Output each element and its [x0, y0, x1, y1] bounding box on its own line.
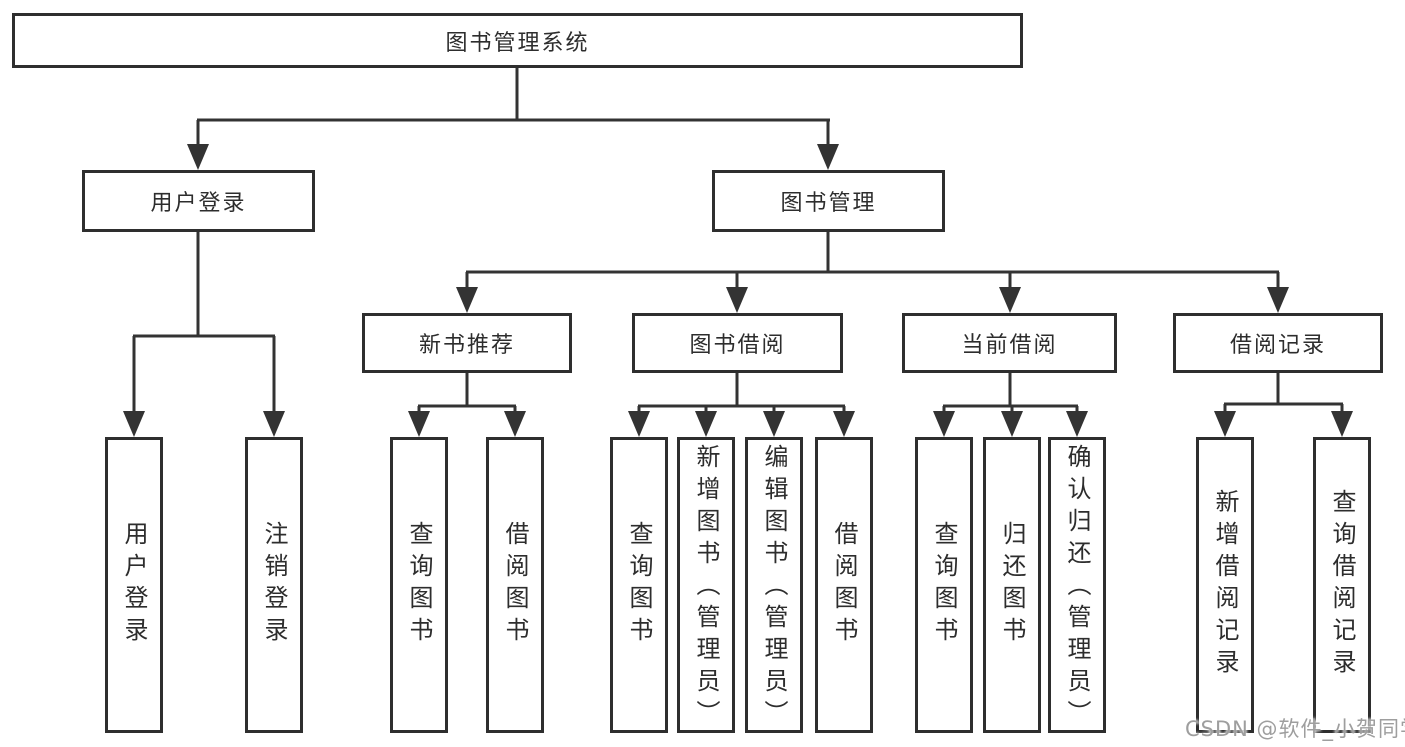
- node-library-system: 图书管理系统: [12, 13, 1023, 68]
- arrowhead-icon: [1001, 411, 1023, 437]
- connector-current-to-leaves: [942, 373, 1079, 412]
- arrowhead-icon: [263, 411, 285, 437]
- arrowhead-icon: [123, 411, 145, 437]
- arrowhead-icon: [1331, 411, 1353, 437]
- arrowhead-icon: [1214, 411, 1236, 437]
- arrowhead-icon: [1066, 411, 1088, 437]
- node-borrow-records: 借阅记录: [1173, 313, 1383, 373]
- leaf-borrow-edit-books-admin: 编辑图书（管理员）: [745, 437, 803, 733]
- connector-root-to-level2: [196, 68, 830, 146]
- arrowhead-icon: [504, 411, 526, 437]
- leaf-user-login: 用户登录: [105, 437, 163, 733]
- connector-book-borrow-to-leaves: [637, 373, 846, 412]
- arrowhead-icon: [726, 287, 748, 313]
- arrowheads: [123, 144, 1353, 437]
- connector-user-login-to-leaves: [132, 232, 276, 412]
- node-current-borrow: 当前借阅: [902, 313, 1117, 373]
- leaf-new-rec-query-books: 查询图书: [390, 437, 448, 733]
- arrowhead-icon: [695, 411, 717, 437]
- leaf-logout: 注销登录: [245, 437, 303, 733]
- connector-book-mgmt-to-level3: [465, 232, 1280, 289]
- node-book-borrow: 图书借阅: [632, 313, 843, 373]
- leaf-borrow-query-books: 查询图书: [610, 437, 668, 733]
- node-book-management: 图书管理: [712, 170, 945, 232]
- arrowhead-icon: [456, 287, 478, 313]
- arrowhead-icon: [817, 144, 839, 170]
- arrowhead-icon: [833, 411, 855, 437]
- arrowhead-icon: [933, 411, 955, 437]
- arrowhead-icon: [763, 411, 785, 437]
- node-new-book-recommend: 新书推荐: [362, 313, 572, 373]
- connector-records-to-leaves: [1223, 373, 1344, 412]
- connector-new-rec-to-leaves: [417, 373, 517, 412]
- arrowhead-icon: [1267, 287, 1289, 313]
- arrowhead-icon: [999, 287, 1021, 313]
- leaf-borrow-add-books-admin: 新增图书（管理员）: [677, 437, 735, 733]
- leaf-current-query-books: 查询图书: [915, 437, 973, 733]
- leaf-borrow-borrow-books: 借阅图书: [815, 437, 873, 733]
- leaf-current-confirm-return-admin: 确认归还（管理员）: [1048, 437, 1106, 733]
- leaf-new-rec-borrow-books: 借阅图书: [486, 437, 544, 733]
- leaf-records-query-record: 查询借阅记录: [1313, 437, 1371, 733]
- arrowhead-icon: [187, 144, 209, 170]
- leaf-records-add-record: 新增借阅记录: [1196, 437, 1254, 733]
- arrowhead-icon: [628, 411, 650, 437]
- csdn-watermark: CSDN @软件_小贺同学: [1185, 717, 1405, 741]
- leaf-current-return-books: 归还图书: [983, 437, 1041, 733]
- arrowhead-icon: [408, 411, 430, 437]
- node-user-login: 用户登录: [82, 170, 315, 232]
